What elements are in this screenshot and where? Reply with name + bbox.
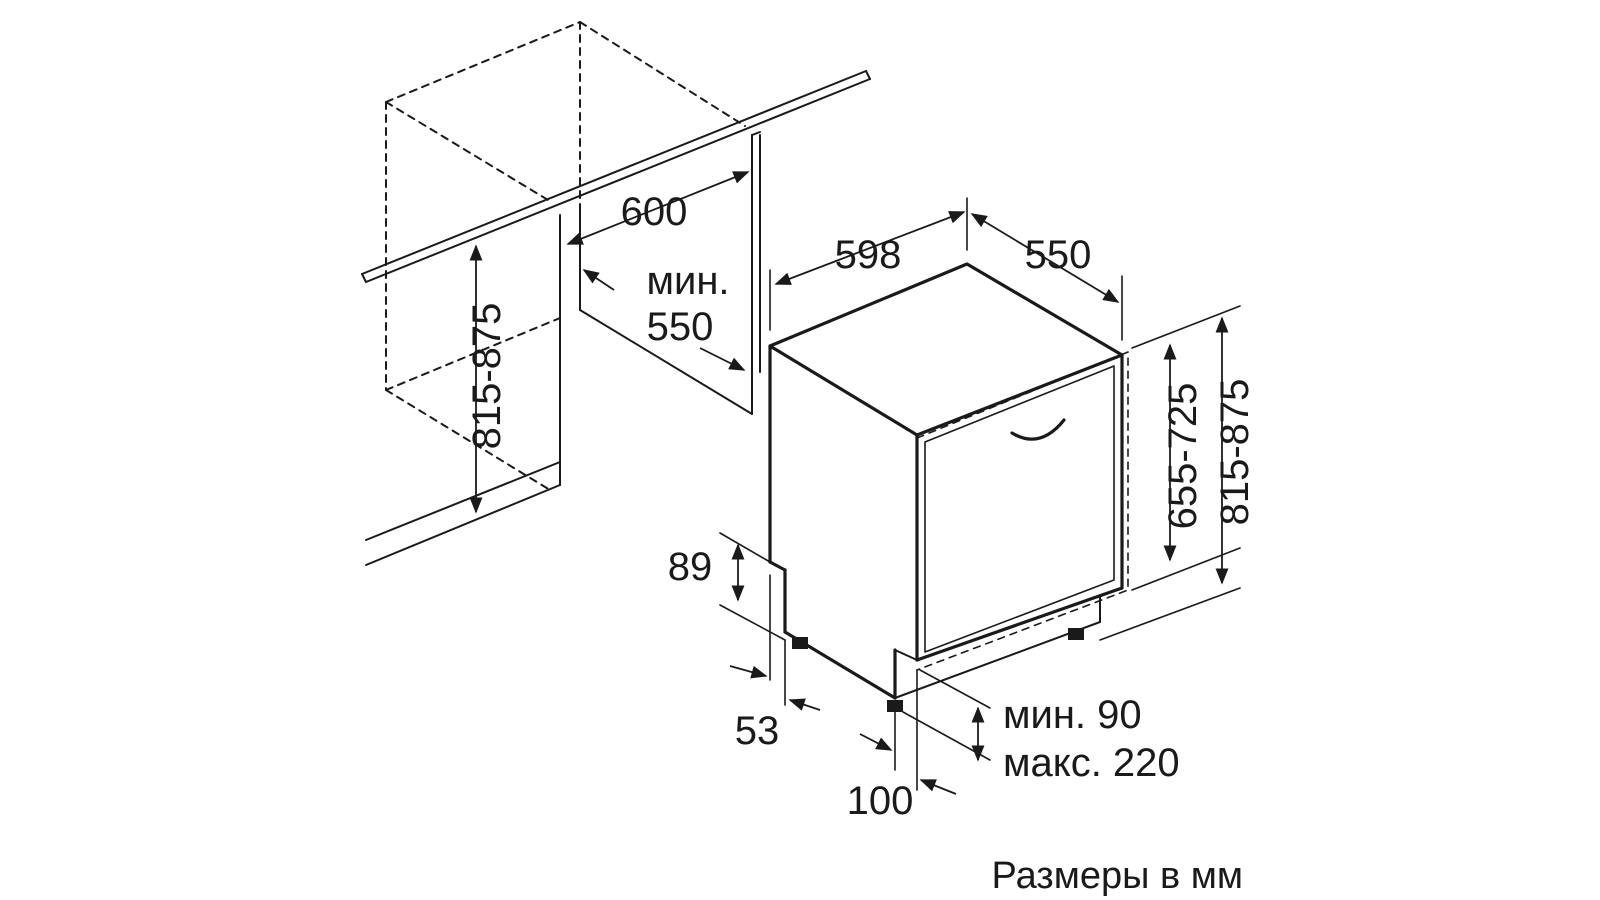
plinth-height-max-label: макс. 220 [1003, 741, 1180, 785]
unit-depth-label: 550 [1025, 233, 1092, 277]
cabinet-walls [365, 131, 761, 566]
plinth-height-min-label: мин. 90 [1003, 693, 1142, 737]
dishwasher-body [768, 262, 1124, 700]
cabinet-outline [385, 21, 746, 491]
plinth-depth-label: 89 [668, 545, 713, 589]
countertop [361, 70, 871, 283]
door-offset-label: 100 [847, 779, 914, 823]
foot-inset-label: 53 [735, 709, 780, 753]
cabinet-width-label: 600 [621, 190, 688, 234]
door-panel-outline [916, 351, 1129, 671]
units-caption: Размеры в мм [992, 855, 1243, 897]
unit-dimension-lines [719, 197, 1241, 795]
dishwasher-feet [792, 628, 1084, 712]
niche-height-label: 815-875 [1213, 379, 1257, 526]
unit-width-label: 598 [835, 233, 902, 277]
cabinet-depth-min-label: мин. [646, 259, 729, 303]
door-height-label: 655-725 [1161, 383, 1205, 530]
cabinet-dimension-lines [469, 171, 750, 514]
cabinet-height-label: 815-875 [465, 303, 509, 450]
cabinet-depth-label: 550 [647, 305, 714, 349]
